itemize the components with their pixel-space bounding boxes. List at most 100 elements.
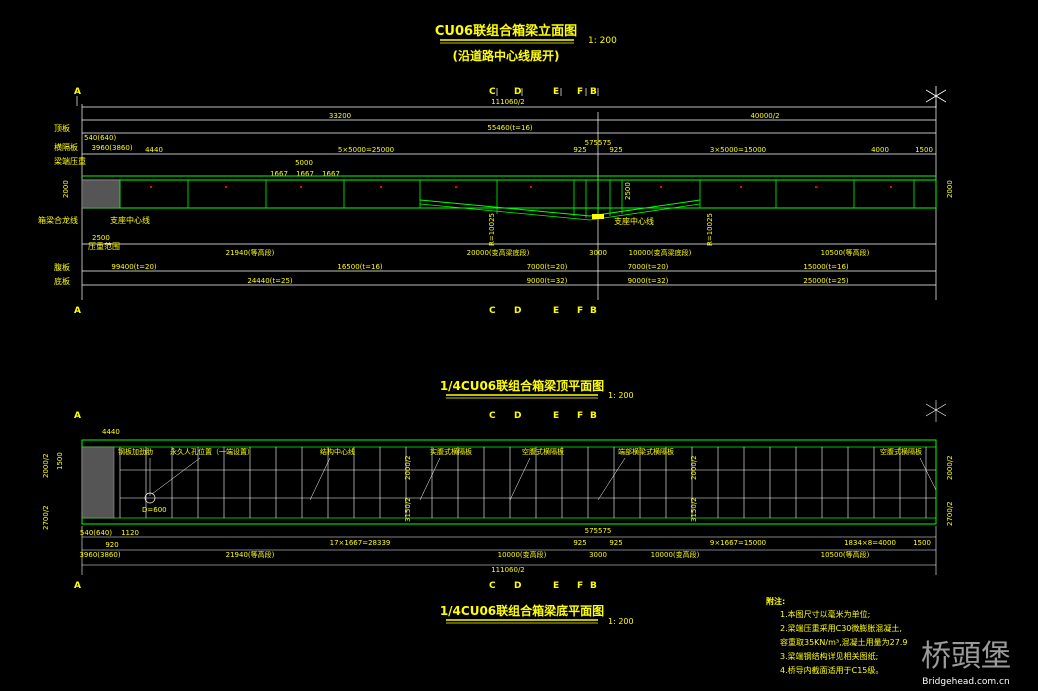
mark-e-bot: E [553, 306, 559, 316]
bot-dim-3: 20000(变高梁底段) [467, 248, 530, 257]
note-4: 3.梁端钢结构详见相关图纸; [780, 651, 878, 661]
mark-f-top: F [577, 87, 583, 97]
plan-mark-c-top: C [489, 411, 496, 421]
bottom-dim-3: 9000(t=32) [628, 277, 669, 285]
mark-a-bot: A [74, 306, 81, 316]
plan-a13: 9×1667=15000 [710, 539, 766, 547]
web-dim-5: 15000(t=16) [803, 263, 849, 271]
bot-dim-4: 3000 [589, 249, 607, 257]
dim-top-plate: 55460(t=16) [487, 124, 533, 132]
bottom-plan-view: 1/4CU06联组合箱梁底平面图 1: 200 [440, 603, 634, 626]
plan-mark-f-top: F [577, 411, 583, 421]
elevation-scale: 1: 200 [588, 36, 617, 46]
web-dim-1: 99400(t=20) [111, 263, 157, 271]
support-label-mid: 支座中心线 [614, 216, 654, 226]
manhole-dia: D=600 [142, 506, 167, 514]
plan-a7: 10000(变高段) [498, 550, 547, 559]
dim-sub-3: 1667 [296, 170, 314, 178]
radius-right: R=10025 [706, 213, 714, 246]
plan-mark-b-bot: B [590, 581, 597, 591]
row-skew2-label: 横隔板 [54, 142, 78, 152]
mark-f-bot: F [577, 306, 583, 316]
break-symbol-top [925, 86, 947, 108]
bottom-dim-2: 9000(t=32) [527, 277, 568, 285]
callout-end-diaphragm: 端部横梁式横隔板 [618, 447, 674, 456]
plan-mark-e-top: E [553, 411, 559, 421]
row-bottom-label: 底板 [54, 276, 70, 286]
plan-mark-d-bot: D [514, 581, 521, 591]
top-plan-title: 1/4CU06联组合箱梁顶平面图 [440, 378, 604, 393]
dim-seg-d: 5×5000=25000 [338, 146, 394, 154]
height-left: 2000 [62, 180, 70, 198]
callout-hollow-diaphragm-2: 空腹式横隔板 [880, 447, 922, 456]
plan-r2: 3150/2 [690, 497, 698, 522]
dim-total: 111060/2 [491, 98, 525, 106]
plan-a9: 575575 [585, 527, 612, 535]
plan-w5: 3150/2 [404, 497, 412, 522]
dim-seg-b: 3960(3860) [91, 144, 132, 152]
plan-mark-e-bot: E [553, 581, 559, 591]
callout-solid-diaphragm: 实腹式横隔板 [430, 447, 472, 456]
web-dim-3: 7000(t=20) [527, 263, 568, 271]
plan-mark-a-bot: A [74, 581, 81, 591]
plan-width-1: 4440 [102, 428, 120, 436]
row-skew-label: 梁端压重 [54, 156, 86, 166]
bot-dim-2: 21940(等高段) [226, 248, 275, 257]
plan-mark-f-bot: F [577, 581, 583, 591]
dim-sub-1: 5000 [295, 159, 313, 167]
watermark-logo: 桥頭堡 [921, 639, 1011, 674]
plan-a4: 3960(3860) [79, 551, 120, 559]
mark-d-bot: D [514, 306, 521, 316]
row-web-label: 腹板 [54, 262, 70, 272]
plan-a14: 10500(等高段) [821, 550, 870, 559]
callout-centerline: 结构中心线 [320, 447, 355, 456]
plan-a12: 10000(变高段) [651, 550, 700, 559]
note-5: 4.桥导内截面适用于C15级。 [780, 665, 883, 675]
plan-mark-d-top: D [514, 411, 521, 421]
plan-a1: 540(640) [80, 529, 112, 537]
plan-w6: 2000/2 [946, 455, 954, 480]
mark-b-top: B [590, 87, 597, 97]
dim-seg-i: 4000 [871, 146, 889, 154]
callout-manhole: 永久人孔位置（一端设置） [170, 447, 254, 456]
plan-mark-c-bot: C [489, 581, 496, 591]
elevation-title: CU06联组合箱梁立面图 [435, 23, 577, 39]
watermark: 桥頭堡 Bridgehead.com.cn [921, 639, 1011, 687]
callout-hollow-diaphragm: 空腹式横隔板 [522, 447, 564, 456]
plan-a16: 1500 [913, 539, 931, 547]
note-2: 2.梁端压重采用C30微膨胀混凝土, [780, 623, 902, 633]
radius-left: R=10025 [488, 213, 496, 246]
plan-r1: 2700/2 [946, 501, 954, 526]
plan-a8: 925 [573, 539, 586, 547]
mark-e-top: E [553, 87, 559, 97]
bottom-plan-title: 1/4CU06联组合箱梁底平面图 [440, 603, 604, 618]
axis-label: 箱梁合龙线 [38, 215, 78, 225]
elevation-subtitle: (沿道路中心线展开) [453, 48, 560, 63]
note-1: 1.本图尺寸以毫米为单位; [780, 609, 870, 619]
dim-right: 40000/2 [750, 112, 779, 120]
dim-seg-g: 925 [609, 146, 622, 154]
zone-label: 压重范围 [88, 241, 120, 251]
dim-seg-h: 3×5000=15000 [710, 146, 766, 154]
plan-a5: 21940(等高段) [226, 550, 275, 559]
plan-w2: 2000/2 [42, 453, 50, 478]
dim-left: 33200 [329, 112, 351, 120]
dim-seg-c: 4440 [145, 146, 163, 154]
notes-heading: 附注: [766, 596, 785, 606]
bottom-plan-scale: 1: 200 [608, 617, 634, 626]
top-plan-scale: 1: 200 [608, 391, 634, 400]
dim-seg-f: 575575 [585, 139, 612, 147]
support-label-left: 支座中心线 [110, 215, 150, 225]
bot-dim-6: 10500(等高段) [821, 248, 870, 257]
notes-block: 附注: 1.本图尺寸以毫米为单位; 2.梁端压重采用C30微膨胀混凝土, 容重取… [766, 596, 907, 675]
bottom-dim-1: 24440(t=25) [247, 277, 293, 285]
elevation-view: CU06联组合箱梁立面图 1: 200 (沿道路中心线展开) A C D E F… [38, 23, 954, 316]
plan-a17: 111060/2 [491, 566, 525, 574]
plan-l1: 1500 [56, 452, 64, 470]
dim-sub-4: 1667 [322, 170, 340, 178]
plan-l2: 2700/2 [42, 505, 50, 530]
row-top-label: 顶板 [54, 123, 70, 133]
plan-mark-a-top: A [74, 411, 81, 421]
top-plan-view: 1/4CU06联组合箱梁顶平面图 1: 200 A C D E F B 钢板加劲… [42, 378, 954, 591]
